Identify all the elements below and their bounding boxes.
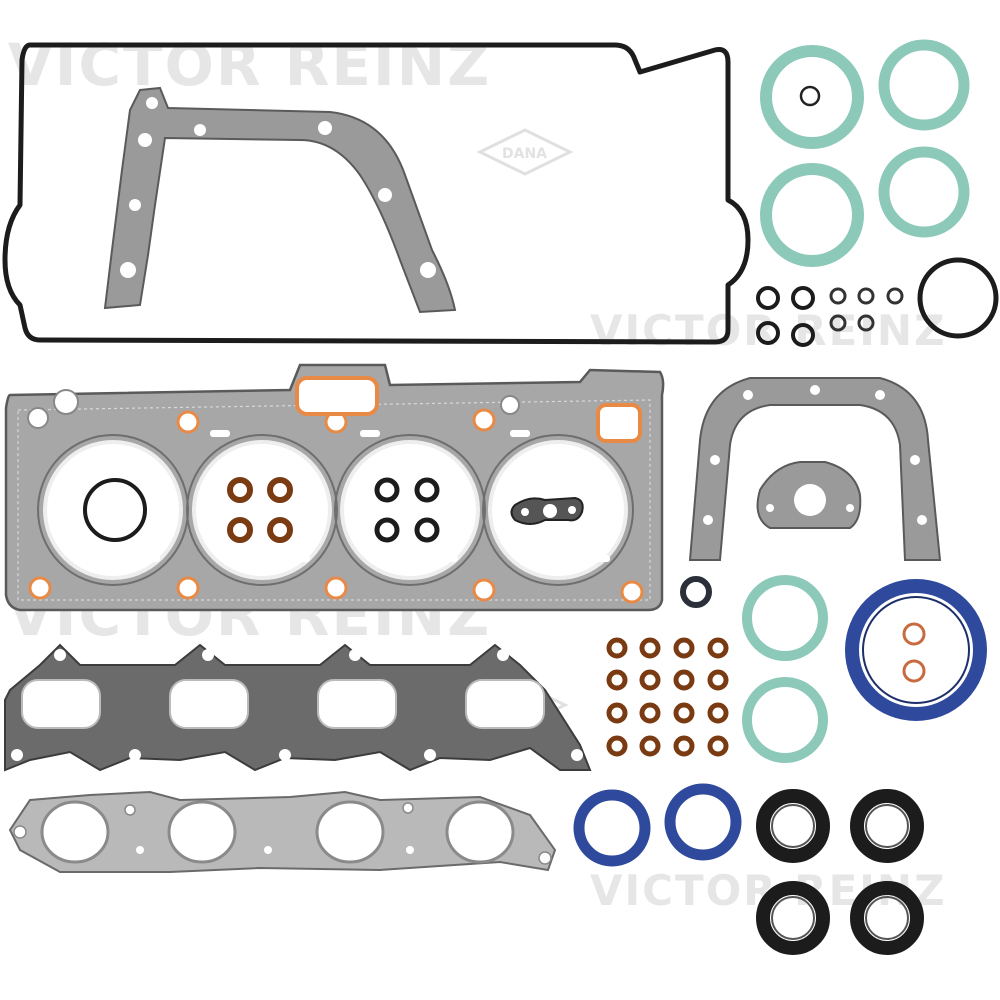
cylinder-bore <box>340 440 480 580</box>
blue-oil-seal <box>664 783 742 861</box>
valve-stem-seal <box>227 477 253 503</box>
black-oil-seal <box>756 789 830 863</box>
rear-main-seal-retainer-gasket <box>688 377 942 561</box>
watermark-brand-right: VICTOR REINZ <box>590 306 947 355</box>
large-o-ring <box>917 257 999 339</box>
green-seal-ring <box>878 146 970 238</box>
timing-cover-gasket <box>103 86 457 314</box>
green-seal-ring <box>742 677 828 763</box>
green-seal-ring <box>878 39 970 131</box>
green-seal-ring <box>760 163 864 267</box>
copper-washer <box>902 622 926 646</box>
black-oil-seal <box>850 881 924 955</box>
small-o-ring <box>886 287 904 305</box>
dana-logo-text-top: DANA <box>502 146 547 162</box>
cylinder-head-gasket <box>4 363 665 612</box>
valve-stem-seal <box>267 477 293 503</box>
green-seal-ring <box>742 575 828 661</box>
watermark-brand-top: VICTOR REINZ <box>8 31 491 99</box>
black-oil-seal <box>850 789 924 863</box>
small-o-ring <box>791 323 815 347</box>
crankshaft-seal <box>845 579 987 721</box>
green-seal-ring <box>760 45 864 149</box>
valve-stem-seal-grid <box>606 637 729 757</box>
black-oil-seal <box>756 881 830 955</box>
small-o-ring <box>414 517 440 543</box>
valve-cover-gasket <box>2 42 751 345</box>
small-o-ring <box>829 287 847 305</box>
dana-logo-top: DANA <box>476 128 574 176</box>
valve-stem-seal <box>267 517 293 543</box>
cylinder-bore <box>192 440 332 580</box>
small-o-ring <box>857 314 875 332</box>
small-o-ring <box>756 321 780 345</box>
o-ring-in-bore <box>83 478 147 542</box>
small-o-ring <box>756 286 780 310</box>
camshaft-seal-group <box>573 783 924 955</box>
small-o-ring <box>857 287 875 305</box>
exhaust-manifold-gasket <box>8 790 557 873</box>
seal-ring-group-top-right <box>756 39 999 347</box>
small-o-ring <box>414 477 440 503</box>
small-o-ring <box>374 477 400 503</box>
copper-washer <box>902 659 926 683</box>
small-o-ring <box>680 576 712 608</box>
cylinder-bore <box>43 440 183 580</box>
intake-manifold-gasket <box>4 643 592 772</box>
blue-oil-seal <box>573 789 651 867</box>
small-o-ring <box>374 517 400 543</box>
small-o-ring <box>799 85 821 107</box>
valve-stem-seal <box>227 517 253 543</box>
small-o-ring <box>791 286 815 310</box>
small-o-ring <box>829 314 847 332</box>
